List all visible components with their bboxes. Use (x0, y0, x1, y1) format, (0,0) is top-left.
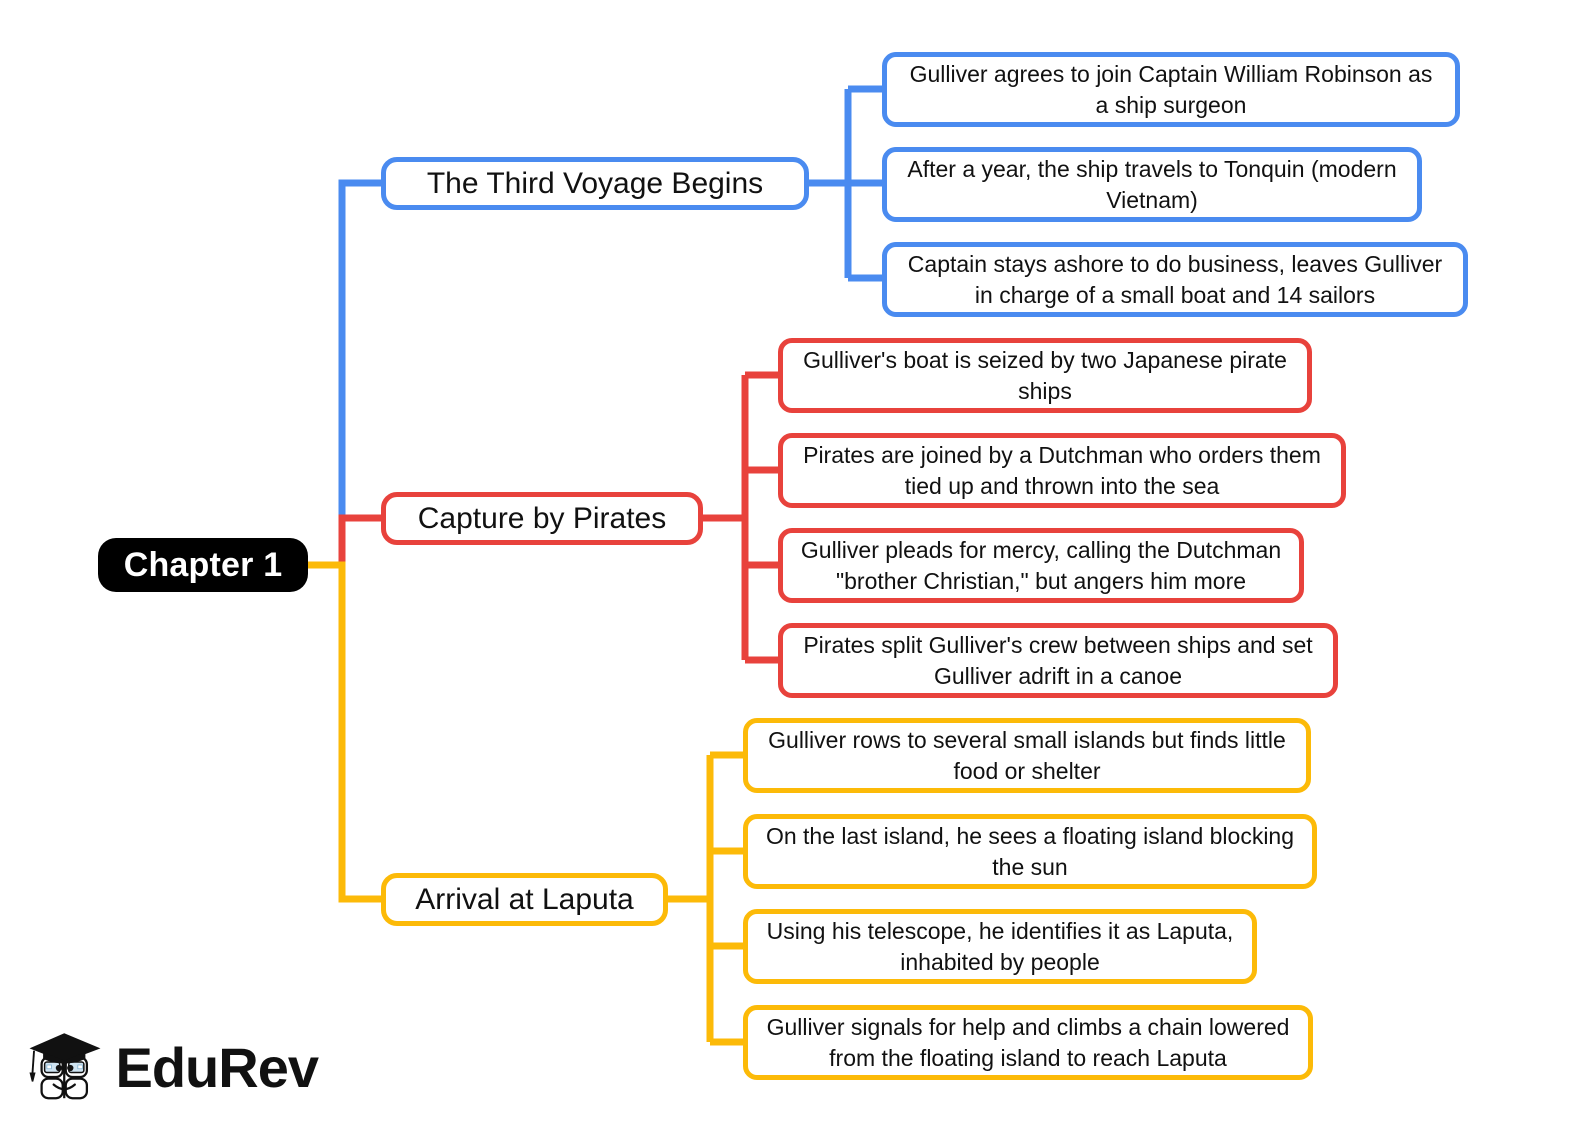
leaf-node[interactable]: Pirates split Gulliver's crew between sh… (778, 623, 1338, 698)
leaf-node-label: After a year, the ship travels to Tonqui… (907, 155, 1397, 213)
edurev-wordmark: EduRev (115, 1036, 319, 1099)
leaf-node-label: Pirates split Gulliver's crew between sh… (803, 631, 1313, 689)
leaf-node-label: Gulliver signals for help and climbs a c… (766, 1013, 1290, 1071)
leaf-node[interactable]: Captain stays ashore to do business, lea… (882, 242, 1468, 317)
leaf-node[interactable]: Gulliver signals for help and climbs a c… (743, 1005, 1313, 1080)
branch-node-arrival-at-laputa[interactable]: Arrival at Laputa (381, 873, 668, 926)
branch-node-label: Arrival at Laputa (415, 882, 634, 916)
leaf-node[interactable]: After a year, the ship travels to Tonqui… (882, 147, 1422, 222)
leaf-node[interactable]: Gulliver agrees to join Captain William … (882, 52, 1460, 127)
leaf-node-label: Captain stays ashore to do business, lea… (907, 250, 1443, 308)
branch-node-label: Capture by Pirates (417, 501, 667, 535)
root-node-chapter-1[interactable]: Chapter 1 (98, 538, 308, 592)
branch-node-label: The Third Voyage Begins (426, 166, 764, 200)
leaf-node[interactable]: Using his telescope, he identifies it as… (743, 909, 1257, 984)
leaf-node[interactable]: On the last island, he sees a floating i… (743, 814, 1317, 889)
leaf-node-label: Gulliver pleads for mercy, calling the D… (800, 536, 1282, 594)
leaf-node[interactable]: Gulliver rows to several small islands b… (743, 718, 1311, 793)
branch-node-capture-by-pirates[interactable]: Capture by Pirates (381, 492, 703, 545)
leaf-node[interactable]: Pirates are joined by a Dutchman who ord… (778, 433, 1346, 508)
leaf-node-label: Using his telescope, he identifies it as… (766, 917, 1234, 975)
leaf-node-label: Pirates are joined by a Dutchman who ord… (803, 441, 1321, 499)
root-node-label: Chapter 1 (123, 545, 283, 584)
leaf-node[interactable]: Gulliver's boat is seized by two Japanes… (778, 338, 1312, 413)
leaf-node-label: Gulliver rows to several small islands b… (768, 726, 1286, 784)
branch-node-the-third-voyage-begins[interactable]: The Third Voyage Begins (381, 157, 809, 210)
graduation-cap-book-mascot-icon (29, 1033, 101, 1100)
leaf-node[interactable]: Gulliver pleads for mercy, calling the D… (778, 528, 1304, 603)
leaf-node-label: Gulliver's boat is seized by two Japanes… (803, 346, 1287, 404)
leaf-node-label: Gulliver agrees to join Captain William … (909, 60, 1433, 118)
edurev-logo: EduRev (28, 1018, 319, 1118)
leaf-node-label: On the last island, he sees a floating i… (765, 822, 1295, 880)
